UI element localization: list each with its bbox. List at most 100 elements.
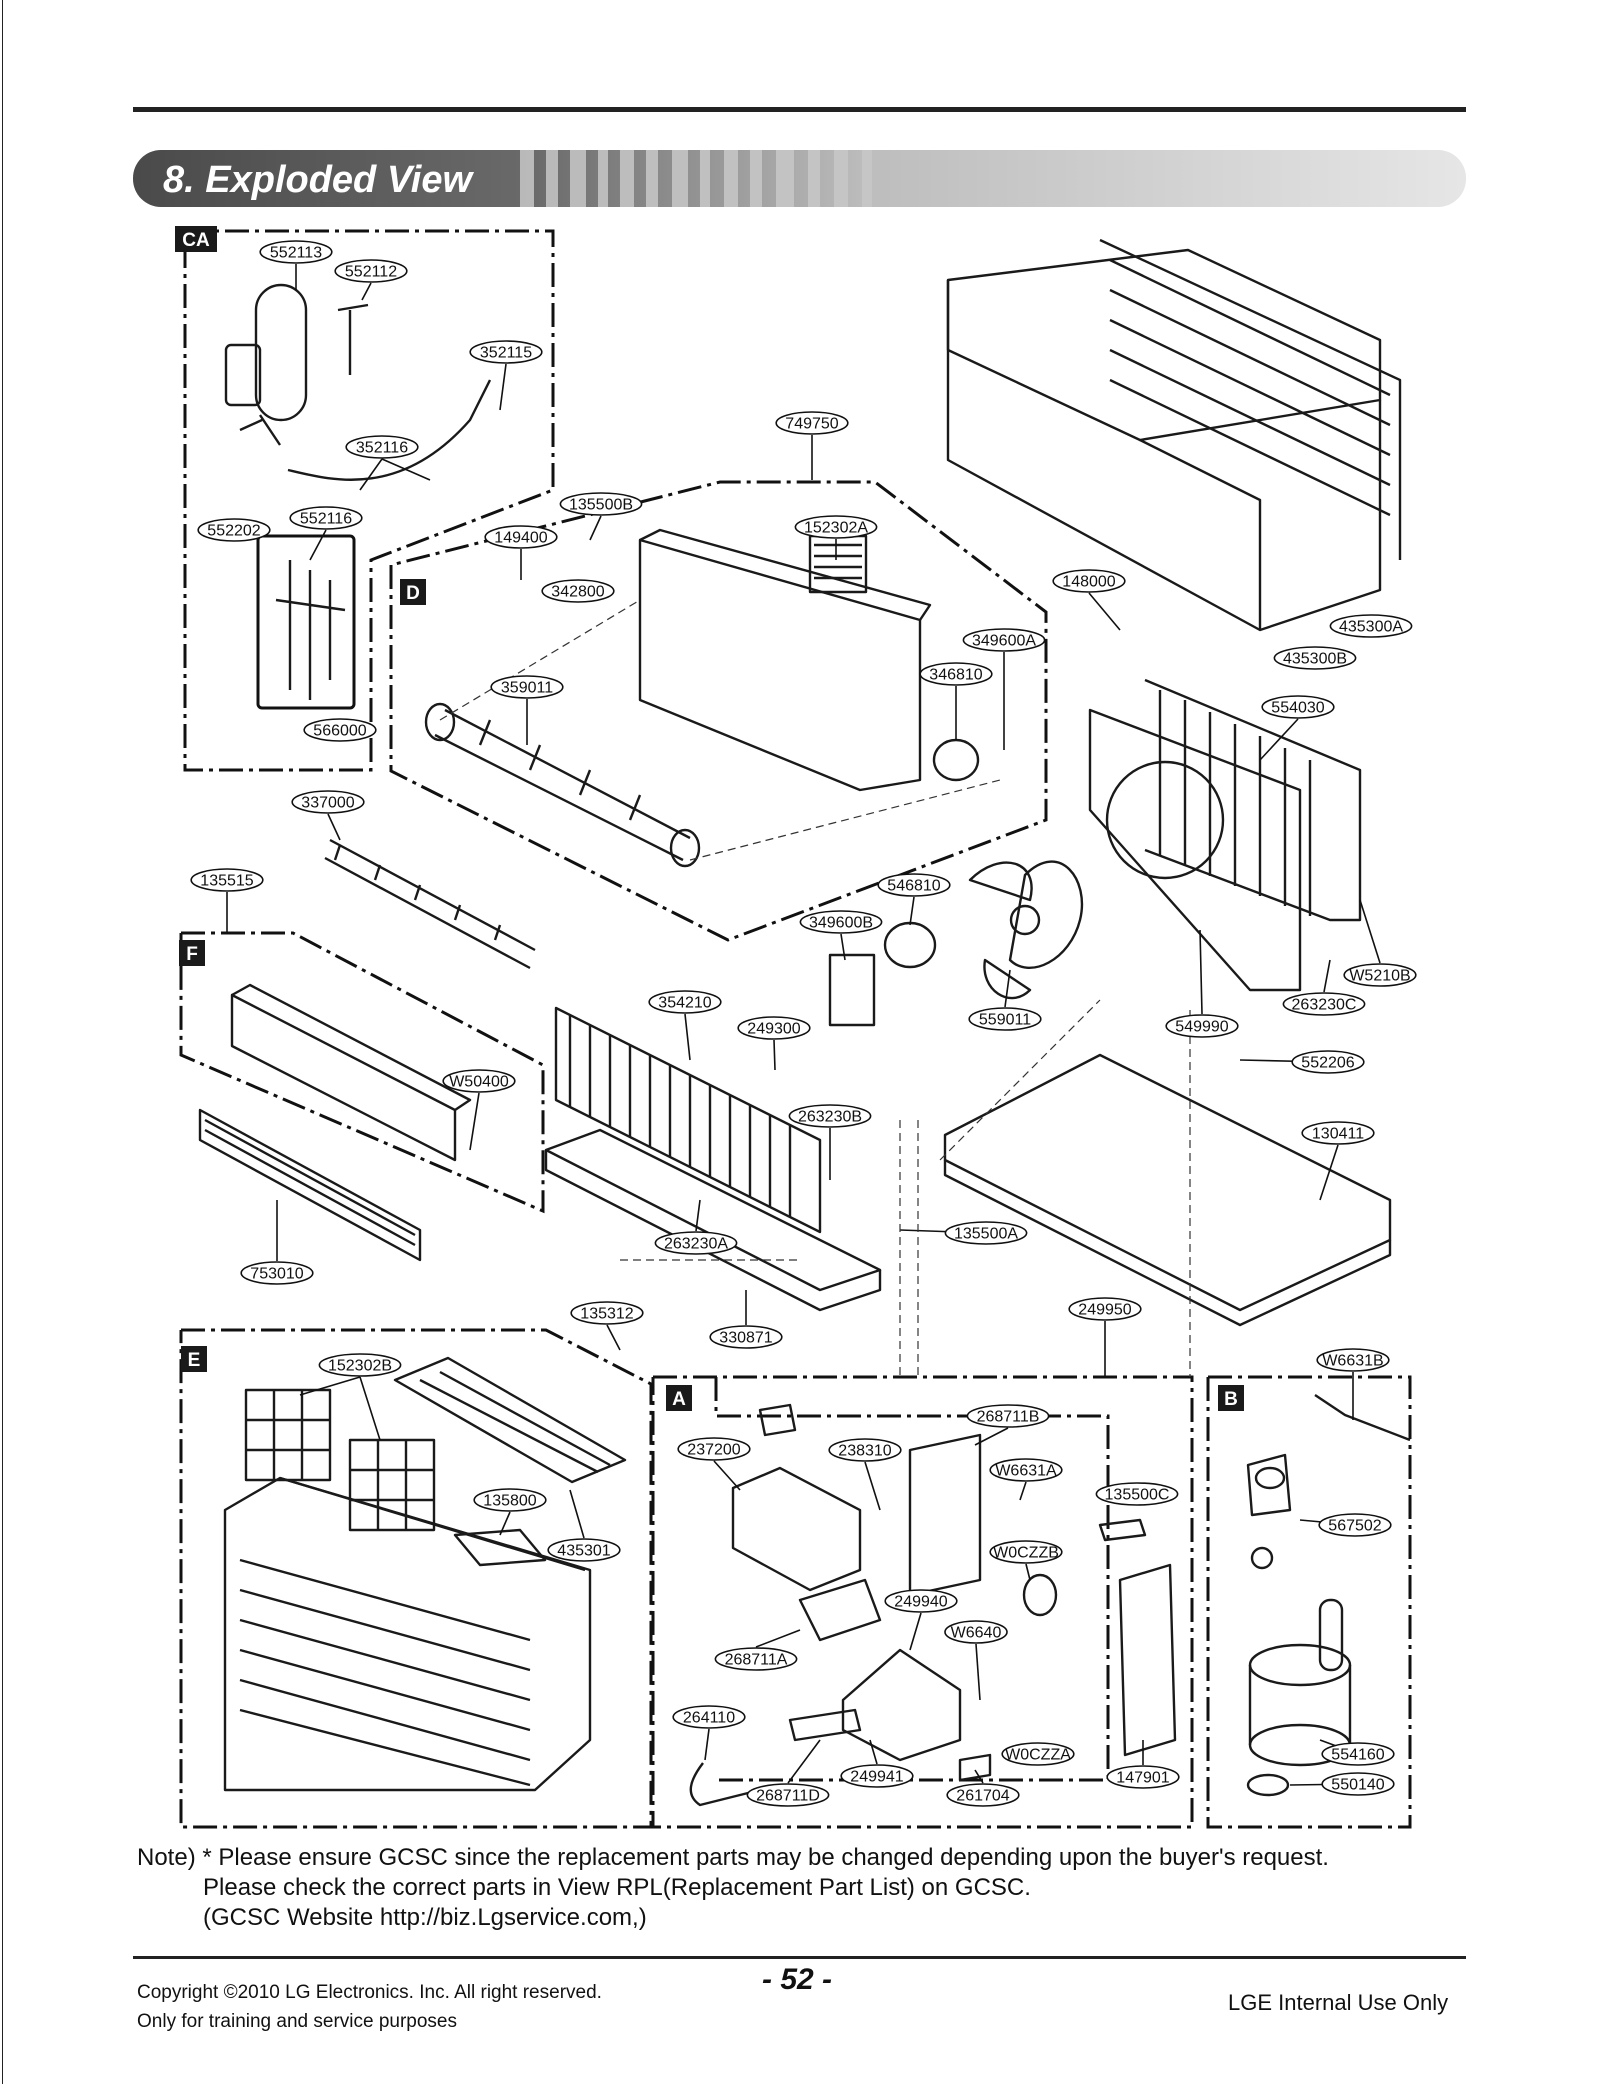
part-callout: 749750	[775, 411, 849, 435]
part-callout: 546810	[877, 873, 951, 897]
part-code: 352116	[356, 440, 408, 457]
inner-box-552116	[256, 534, 356, 710]
part-code: 349600B	[809, 915, 873, 932]
part-code: 264110	[683, 1710, 735, 1727]
part-callout: 559011	[968, 1007, 1042, 1031]
section-tag: D	[400, 579, 426, 605]
part-callout: 152302A	[794, 515, 878, 539]
section-tags: CA D F E A B	[175, 226, 1244, 1411]
part-code: 435300A	[1339, 619, 1403, 636]
part-callout: 552113	[259, 240, 333, 264]
part-code: 567502	[1328, 1518, 1381, 1535]
part-code: 268711D	[756, 1788, 820, 1805]
part-callout: 550140	[1321, 1772, 1395, 1796]
part-code: 135500C	[1105, 1487, 1170, 1504]
part-callout: W6640	[944, 1620, 1008, 1644]
part-callout: 135800	[473, 1488, 547, 1512]
part-callout: 552202	[197, 518, 271, 542]
part-code: 552206	[1301, 1055, 1354, 1072]
part-code: W6640	[951, 1625, 1002, 1642]
footer-left: Copyright ©2010 LG Electronics. Inc. All…	[137, 1978, 602, 2036]
part-callout: 359011	[490, 675, 564, 699]
part-callout: 249940	[884, 1589, 958, 1613]
part-code: 435301	[557, 1543, 610, 1560]
part-callout: 566000	[303, 718, 377, 742]
section-tag: A	[666, 1385, 692, 1411]
part-callout: 352115	[469, 340, 543, 364]
part-callout: 268711A	[714, 1647, 798, 1671]
part-code: 268711B	[977, 1409, 1040, 1426]
part-code: 268711A	[725, 1652, 788, 1669]
part-code: 330871	[719, 1330, 772, 1347]
part-callout: 554160	[1321, 1742, 1395, 1766]
part-code: 549990	[1175, 1019, 1228, 1036]
part-code: 249950	[1078, 1302, 1131, 1319]
section-label: D	[406, 583, 420, 604]
part-code: 263230B	[798, 1109, 862, 1126]
part-callout: 249300	[737, 1016, 811, 1040]
section-tag: E	[181, 1346, 207, 1372]
part-callout: W0CZZB	[989, 1540, 1063, 1564]
part-callout: 337000	[291, 790, 365, 814]
part-code: 749750	[785, 416, 838, 433]
part-code: 349600A	[972, 633, 1036, 650]
part-code: 566000	[313, 723, 366, 740]
part-code: 249300	[747, 1021, 800, 1038]
part-code: 342800	[551, 584, 604, 601]
part-code: 135312	[580, 1306, 633, 1323]
section-label: E	[188, 1350, 201, 1371]
assembly-lines	[439, 599, 1191, 1377]
part-callout: 135500A	[944, 1221, 1028, 1245]
section-label: B	[1224, 1389, 1238, 1410]
part-callout: 567502	[1318, 1513, 1392, 1537]
part-callout: 753010	[240, 1261, 314, 1285]
part-code: 261704	[956, 1788, 1009, 1805]
part-callout: 330871	[709, 1325, 783, 1349]
page-title: 8. Exploded View	[163, 159, 474, 201]
part-callout: 147901	[1106, 1765, 1180, 1789]
section-tag: F	[179, 940, 205, 966]
part-code: 135500B	[569, 497, 633, 514]
part-callout: 149400	[484, 525, 558, 549]
part-code: 550140	[1331, 1777, 1384, 1794]
part-code: 147901	[1116, 1770, 1169, 1787]
part-code: 435300B	[1283, 651, 1347, 668]
part-callout: 435300A	[1329, 614, 1413, 638]
part-code: 135500A	[954, 1226, 1018, 1243]
part-code: 753010	[250, 1266, 303, 1283]
part-code: 552113	[270, 245, 322, 262]
section-boundaries	[179, 229, 1412, 1829]
page-number: - 52 -	[762, 1963, 833, 1996]
part-code: 554030	[1271, 700, 1324, 717]
note-block: Note) * Please ensure GCSC since the rep…	[137, 1843, 1329, 1933]
part-callout: 264110	[672, 1705, 746, 1729]
section-label: F	[186, 944, 198, 965]
part-callout: 349600B	[799, 910, 883, 934]
part-code: 337000	[301, 795, 354, 812]
part-code: 135800	[483, 1493, 536, 1510]
part-callout: 263230A	[654, 1231, 738, 1255]
part-callout: 349600A	[962, 628, 1046, 652]
part-callout: 552112	[334, 259, 408, 283]
part-code: 359011	[501, 680, 553, 697]
part-callout: 342800	[541, 579, 615, 603]
part-code: W6631A	[995, 1463, 1057, 1480]
subgroup-A-inner	[714, 1377, 1110, 1782]
part-callout: 268711B	[966, 1404, 1050, 1428]
part-code: 238310	[838, 1443, 891, 1460]
part-callout: 346810	[919, 662, 993, 686]
part-callout: 130411	[1301, 1121, 1375, 1145]
section-label: CA	[182, 230, 210, 251]
part-drawings	[198, 238, 1411, 1807]
part-code: 354210	[658, 995, 711, 1012]
part-code: 152302A	[804, 520, 868, 537]
part-callout: 435300B	[1273, 646, 1357, 670]
page-edge	[2, 0, 3, 2084]
part-code: 148000	[1062, 574, 1115, 591]
part-callout: 249950	[1068, 1297, 1142, 1321]
part-code: 352115	[480, 345, 532, 362]
part-callout: 268711D	[746, 1783, 830, 1807]
note-line-3: (GCSC Website http://biz.Lgservice.com,)	[203, 1904, 647, 1931]
part-code: 135515	[200, 873, 253, 890]
